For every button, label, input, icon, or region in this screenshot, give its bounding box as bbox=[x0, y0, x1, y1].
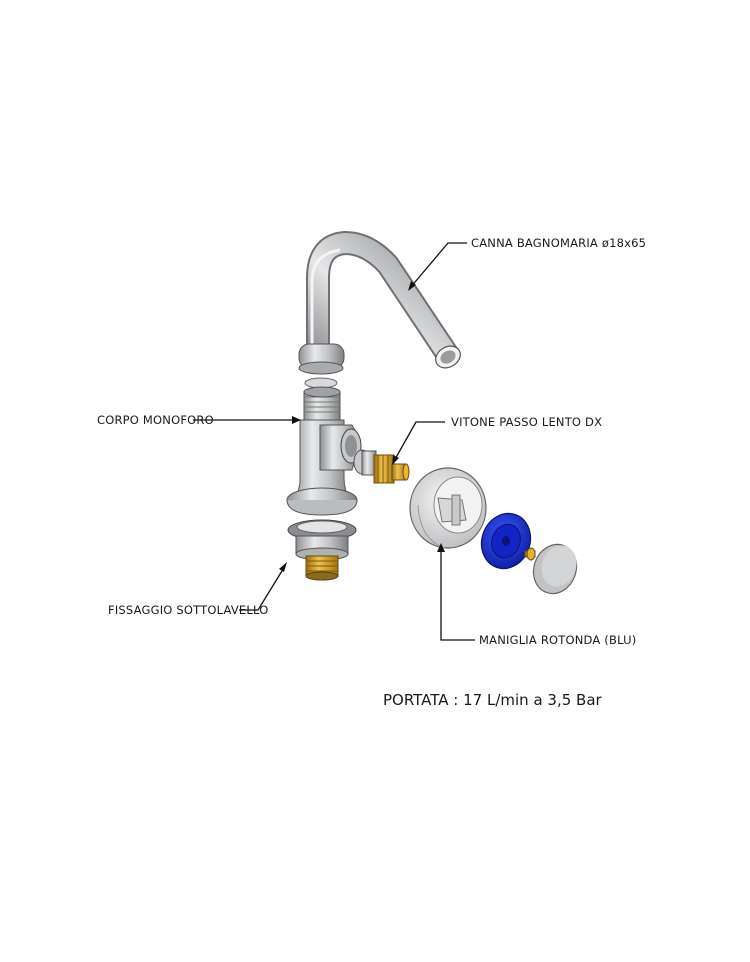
label-cartridge: VITONE PASSO LENTO DX bbox=[451, 415, 602, 429]
leader-cartridge bbox=[392, 421, 445, 465]
flow-rate-note: PORTATA : 17 L/min a 3,5 Bar bbox=[383, 691, 603, 709]
label-body: CORPO MONOFORO bbox=[97, 413, 214, 427]
label-spout: CANNA BAGNOMARIA ø18x65 bbox=[471, 236, 646, 250]
leader-body bbox=[193, 416, 301, 424]
label-fixing: FISSAGGIO SOTTOLAVELLO bbox=[108, 603, 268, 617]
leader-fixing bbox=[239, 562, 287, 611]
leader-handle bbox=[437, 543, 475, 641]
leader-spout bbox=[408, 242, 467, 291]
label-handle: MANIGLIA ROTONDA (BLU) bbox=[479, 633, 636, 647]
slow-cartridge bbox=[353, 449, 410, 484]
grey-cover-disc bbox=[532, 543, 578, 595]
faucet-body bbox=[286, 386, 362, 516]
handle-screw bbox=[524, 547, 536, 561]
spout-nut bbox=[298, 343, 345, 375]
under-sink-fixing bbox=[287, 519, 357, 581]
round-handle bbox=[409, 467, 487, 549]
spout-tube bbox=[306, 230, 461, 369]
spout-washer bbox=[304, 377, 338, 389]
